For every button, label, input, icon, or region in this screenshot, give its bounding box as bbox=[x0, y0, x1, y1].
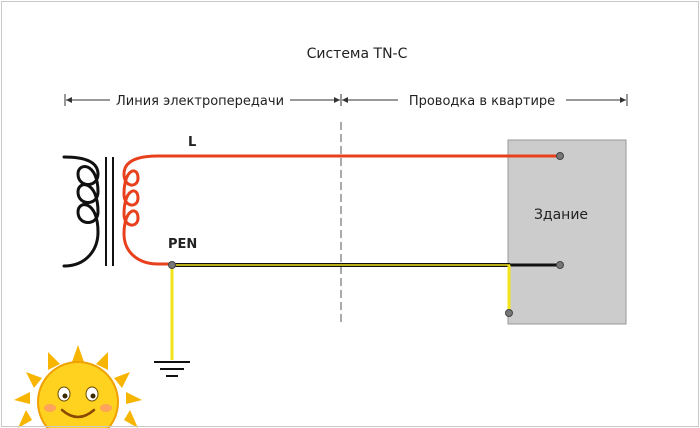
dim-arrow bbox=[66, 97, 72, 103]
diagram-title: Система TN-C bbox=[307, 46, 408, 62]
line-label-l: L bbox=[188, 135, 196, 150]
terminal-neutral bbox=[556, 261, 564, 269]
transformer-core bbox=[105, 157, 114, 266]
dim-arrows bbox=[66, 97, 626, 103]
building-box bbox=[507, 139, 627, 325]
section-label-apartment-wiring: Проводка в квартире bbox=[409, 94, 555, 109]
dim-arrow bbox=[342, 97, 348, 103]
transformer-primary-coil bbox=[62, 155, 100, 268]
section-dimension-line bbox=[64, 94, 628, 106]
terminals bbox=[168, 152, 564, 317]
terminal-protective bbox=[505, 309, 513, 317]
terminal-phase bbox=[556, 152, 564, 160]
sun-mascot-icon bbox=[14, 345, 142, 428]
ground-icon bbox=[154, 361, 190, 377]
section-label-power-line: Линия электропередачи bbox=[116, 94, 284, 109]
junction-pen-ground bbox=[168, 261, 176, 269]
phase-line-l bbox=[122, 154, 560, 266]
line-label-pen: PEN bbox=[168, 237, 197, 252]
building-label: Здание bbox=[534, 207, 588, 223]
dim-arrow bbox=[620, 97, 626, 103]
dim-arrow bbox=[334, 97, 340, 103]
